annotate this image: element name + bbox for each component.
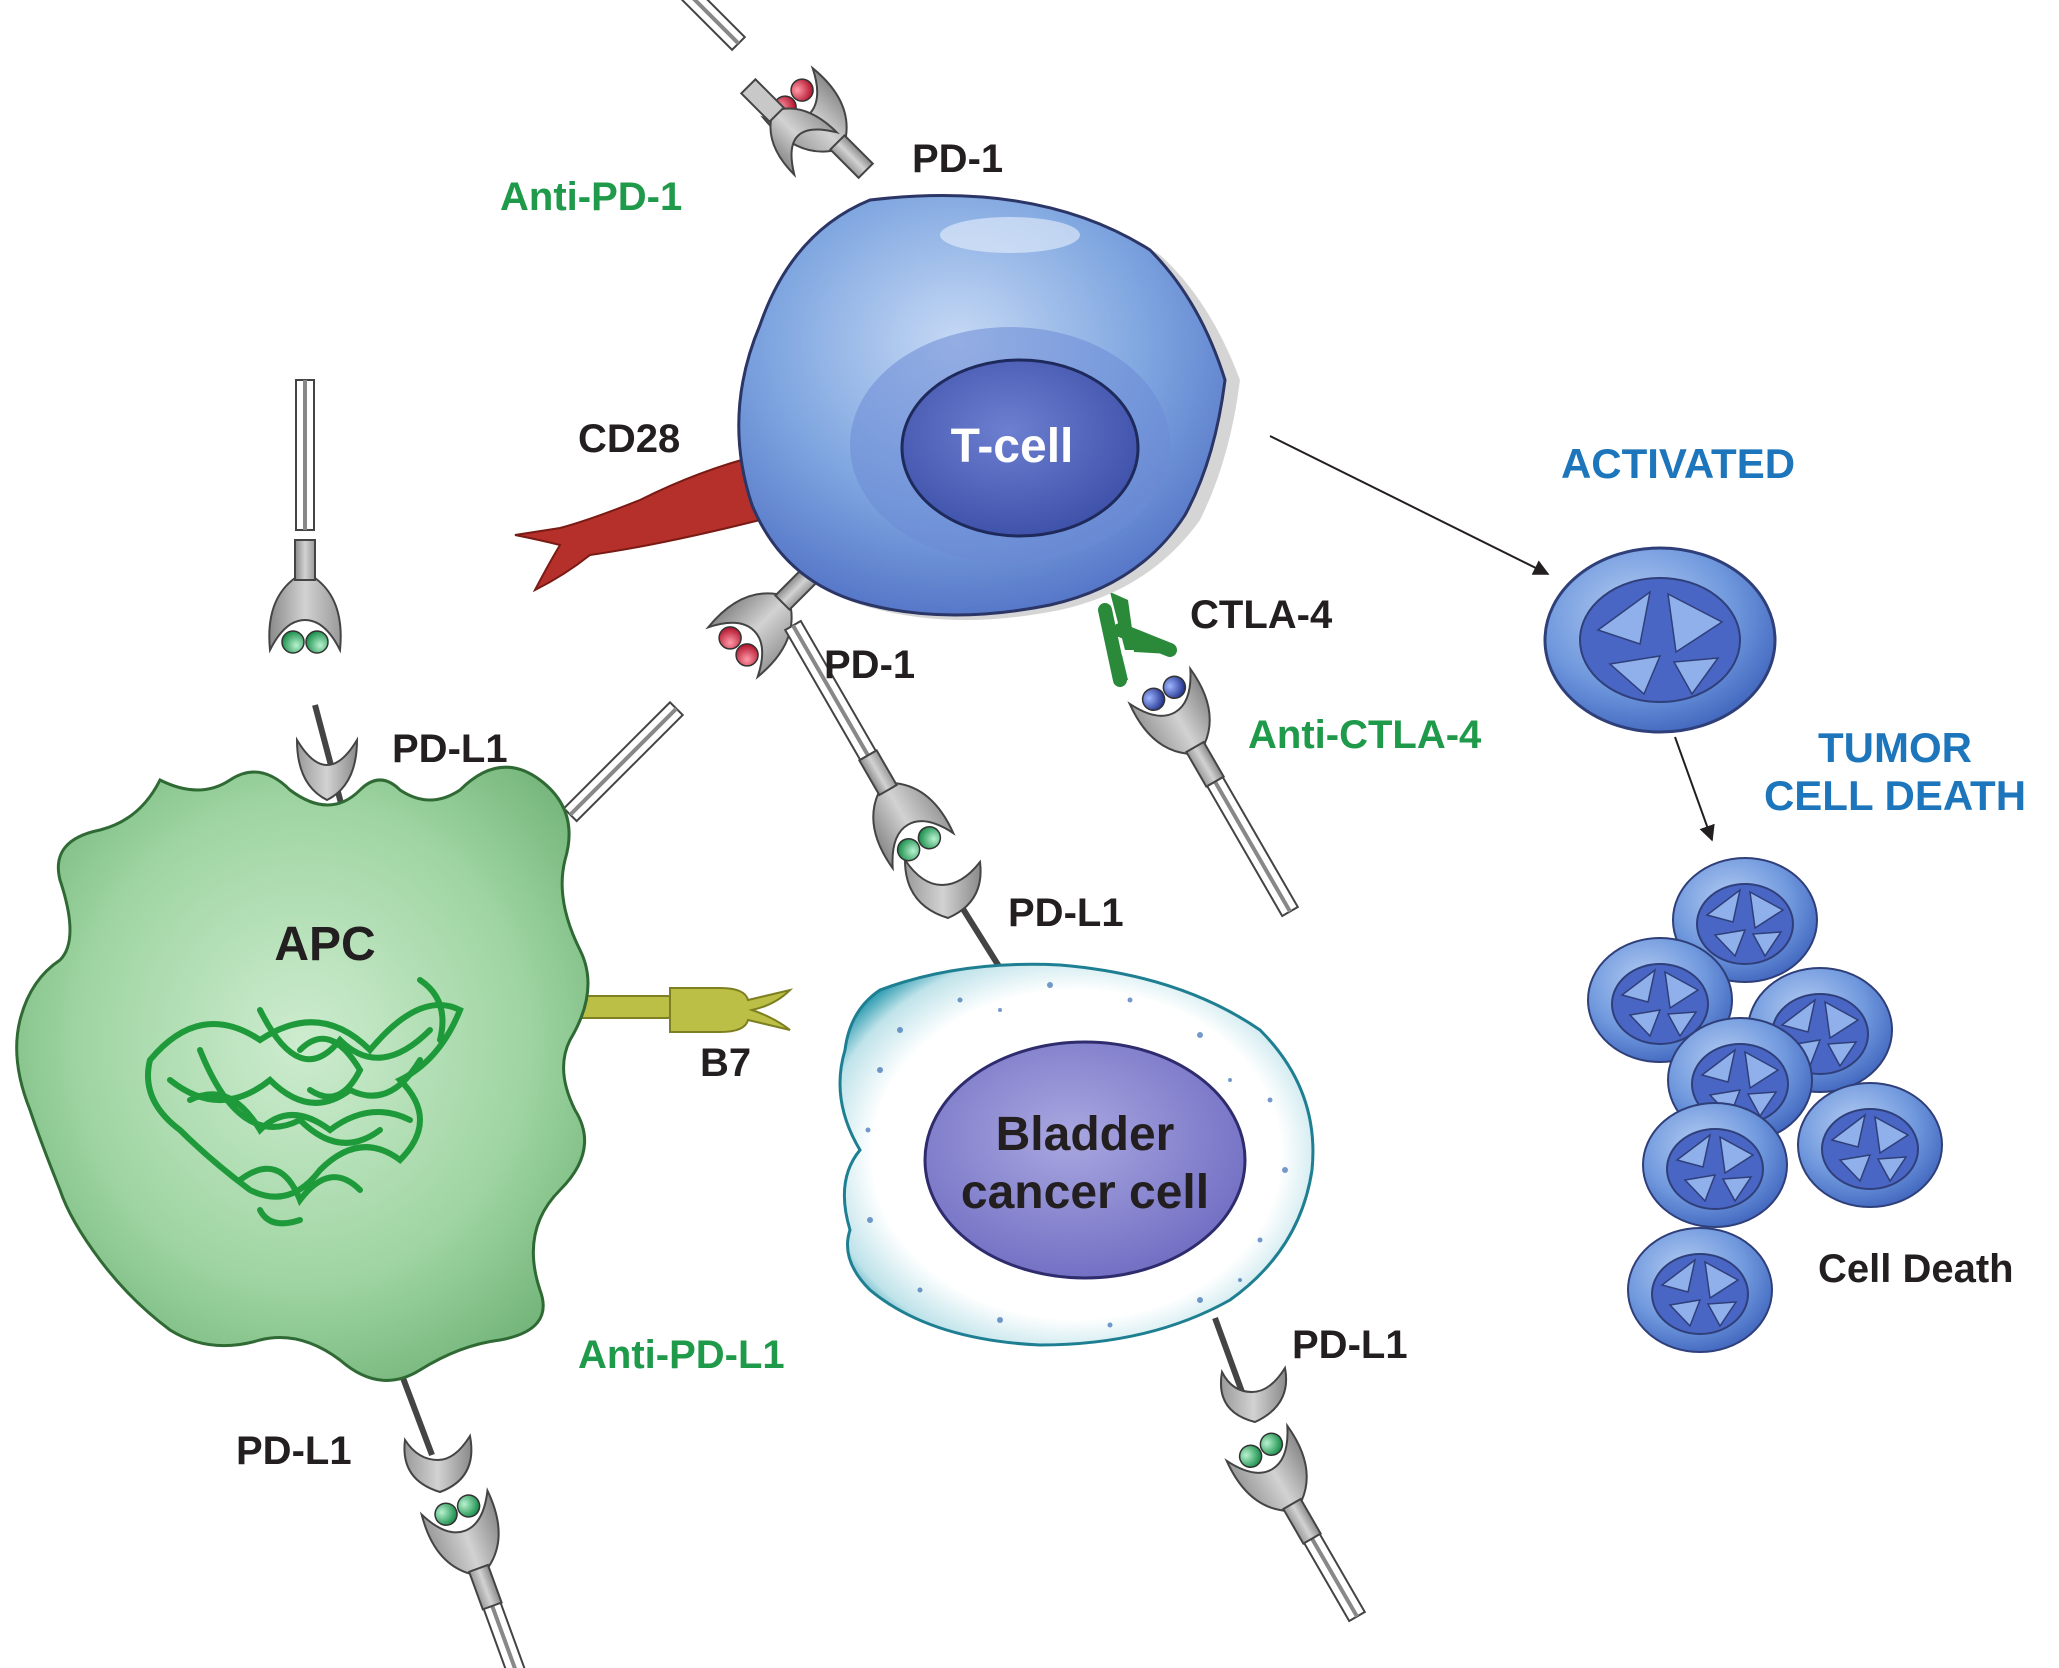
pdl1-apc-top-label: PD-L1	[392, 727, 508, 771]
ctla4-label: CTLA-4	[1190, 593, 1333, 637]
pdl1-bladder-top-label: PD-L1	[1008, 891, 1124, 935]
pd1-receptor-mid	[545, 548, 837, 840]
b7-label: B7	[700, 1041, 751, 1085]
pd1-top-label: PD-1	[912, 137, 1003, 181]
pdl1-bladder-top	[903, 856, 1003, 970]
apc-label: APC	[274, 918, 375, 971]
pdl1-apc-bottom-label: PD-L1	[236, 1429, 352, 1473]
tumor-label-line2: CELL DEATH	[1764, 772, 2026, 819]
apc-cell: APC	[15, 765, 590, 1382]
cell-death-label: Cell Death	[1818, 1247, 2014, 1291]
tumor-label-line1: TUMOR	[1818, 724, 1972, 771]
anti-pdl1-label: Anti-PD-L1	[578, 1333, 785, 1377]
apc-chromatin	[145, 977, 464, 1227]
t-cell-label: T-cell	[951, 420, 1074, 473]
pd1-mid-label: PD-1	[824, 643, 915, 687]
t-cell-nucleus	[900, 358, 1140, 538]
ctla4-receptor	[1098, 592, 1177, 687]
anti-pd1-label: Anti-PD-1	[500, 175, 682, 219]
anti-ctla4-label: Anti-CTLA-4	[1248, 713, 1482, 757]
t-cell: T-cell	[737, 194, 1240, 621]
cd28-label: CD28	[578, 417, 680, 461]
pdl1-bladder-bottom-label: PD-L1	[1292, 1323, 1408, 1367]
bladder-label-line2: cancer cell	[961, 1166, 1209, 1219]
pdl1-bladder-bottom	[1212, 1316, 1288, 1424]
anti-pdl1-antibody-bladder-bottom	[1223, 1421, 1367, 1624]
bladder-speckles	[865, 982, 1288, 1328]
bladder-nucleus	[923, 1040, 1247, 1280]
anti-ctla4-antibody	[1126, 664, 1300, 919]
activated-label: ACTIVATED	[1561, 440, 1795, 487]
anti-pdl1-antibody-apc-bottom	[418, 1486, 534, 1668]
pd1-receptor-top	[739, 77, 841, 179]
bladder-cancer-cell: Bladder cancer cell	[838, 962, 1315, 1347]
bladder-label-line1: Bladder	[996, 1108, 1175, 1161]
activated-t-cell	[1543, 546, 1777, 734]
arrow-activated-to-death	[1674, 736, 1715, 842]
cd28-receptor	[514, 453, 761, 593]
anti-pdl1-antibody-apc-top	[268, 378, 342, 654]
arrow-tcell-to-activated	[1269, 435, 1550, 575]
pdl1-apc-bottom	[397, 1368, 473, 1494]
